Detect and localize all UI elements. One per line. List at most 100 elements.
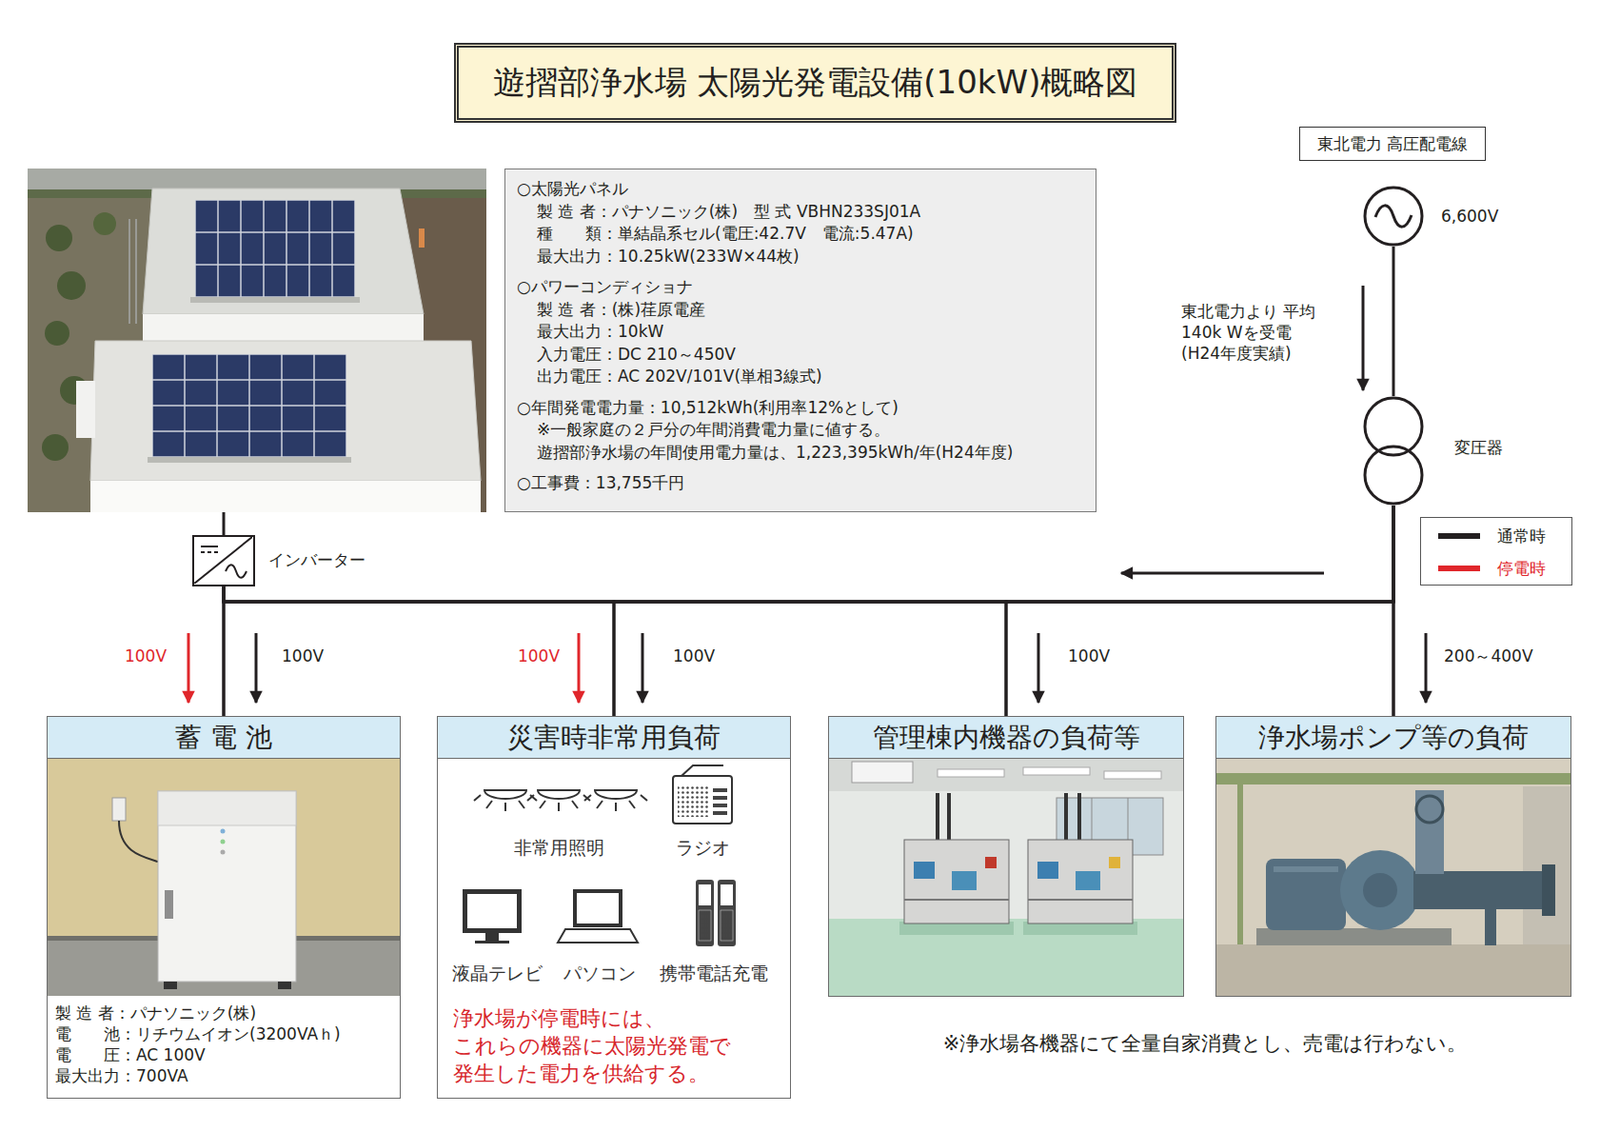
spec-line: 最大出力：700VA [55,1065,395,1087]
management-room-photo [1104,770,1162,779]
flow-arrow [1424,632,1428,703]
management-room-photo [1027,839,1133,924]
spec-line: 製 造 者：パナソニック(株) [55,1002,395,1024]
tv-icon [485,932,499,941]
winding-circle [1364,446,1423,504]
flow-arrow [1121,572,1324,575]
flow-arrow [1037,632,1041,703]
management-room-photo [1037,861,1059,879]
voltage-label: 100V [1067,645,1110,667]
management-room-photo [1023,767,1090,775]
warning-note: 浄水場が停電時には、 これらの機器に太陽光発電で 発生した電力を供給する。 [453,1004,772,1087]
radio-icon [677,786,709,817]
inverter-diagonal [194,536,253,584]
generator-circle [1364,187,1423,245]
spec-line: ○太陽光パネル [516,177,1085,201]
power-line [223,586,1394,716]
power-line [1392,246,1396,396]
spec-panel: ○太陽光パネル製 造 者：パナソニック(株) 型 式 VBHN233SJ01A種… [504,168,1097,513]
building-photo [195,199,356,297]
load-box: 管理棟内機器の負荷等 [828,715,1185,997]
pump-room-photo [1273,866,1339,872]
spec-line: 最大出力：10.25kW(233W×44枚) [536,245,1085,269]
tv-icon [467,893,517,929]
voltage-label: 200～400V [1443,645,1534,667]
transformer-outline [1362,395,1424,506]
power-line [222,586,226,716]
phone-icon [720,884,733,906]
phone-icon [720,909,733,941]
load-box: 蓄 電 池製 造 者：パナソニック(株)電 池：リチウムイオン(3200VAｈ)… [46,715,401,1099]
pump-room-photo [1216,758,1572,996]
radio-icon [712,795,728,800]
spec-line: ※一般家庭の２戸分の年間消費電力量に値する。 [536,418,1085,442]
flow-note: 東北電力より 平均 140k Wを受電 (H24年度実績) [1181,300,1348,364]
battery-photo [158,790,297,982]
box-heading: 浄水場ポンプ等の負荷 [1216,716,1571,759]
pump-room-photo [1413,870,1552,909]
laptop-icon [572,888,623,928]
phone-icon [698,884,712,906]
diagram-title: 遊摺部浄水場 太陽光発電設備(10kW)概略図 [493,60,1139,105]
radio-icon [712,803,728,808]
management-room-photo [935,792,940,840]
management-room-photo [913,861,935,879]
emergency-light-icon [594,790,637,799]
management-room-photo [851,761,913,783]
inverter-symbol: インバーター [192,534,256,587]
building-photo [147,456,352,463]
laptop-icon [557,928,638,943]
building-photo [90,340,481,481]
phone-icon [698,909,712,941]
emergency-light-icon [474,794,537,811]
dc-symbol [200,545,218,548]
voltage-label: 100V [517,645,560,667]
legend-swatch [1438,533,1481,539]
tv-icon [462,888,522,933]
inverter-label: インバーター [268,549,366,571]
pump-room-photo [1340,849,1421,930]
pump-room-photo [1362,872,1398,908]
radio-icon [681,765,724,776]
icon-label: ラジオ [675,835,731,860]
flow-arrow [1362,285,1365,391]
emergency-light-icon [527,794,591,811]
footnote: ※浄水場各機器にて全量自家消費とし、売電は行わない。 [943,1030,1468,1057]
transformer-label: 変圧器 [1454,436,1503,458]
spec-line: 製 造 者：パナソニック(株) 型 式 VBHN233SJ01A [536,200,1085,224]
legend-label: 停電時 [1497,557,1546,579]
load-box: 災害時非常用負荷浄水場が停電時には、 これらの機器に太陽光発電で 発生した電力を… [436,715,791,1099]
building-photo [57,271,86,300]
building-photo [190,296,360,303]
building-photo [76,380,96,438]
flow-arrow [577,632,581,703]
pump-room-photo [1541,864,1556,916]
battery-photo [164,889,174,919]
power-line [223,505,1394,716]
pump-room-photo [1265,858,1346,930]
radio-icon [712,810,728,815]
source-box: 東北電力 高圧配電線 [1299,126,1486,161]
spec-line: 遊摺部浄水場の年間使用電力量は、1,223,395kWh/年(H24年度) [536,441,1085,465]
battery-photo [220,829,226,834]
ac-symbol [225,564,247,578]
panel-feed-line [222,512,226,535]
pump-room-photo [1237,784,1244,947]
building-photo [45,224,73,252]
building-photo [152,354,347,457]
building-photo [142,314,424,341]
emergency-light-icon [537,790,580,799]
phone-icon [695,879,714,947]
phone-icon [695,879,736,947]
emergency-light-icon [484,790,527,799]
icon-label: 携帯電話充電 [659,961,769,986]
management-room-photo [829,758,1184,791]
management-room-photo [829,918,1184,996]
power-line [613,505,1394,716]
icon-label: 非常用照明 [513,835,605,860]
power-line [223,586,614,716]
building-photo [27,168,487,190]
flow-arrow [187,632,191,703]
management-room-photo [1077,792,1082,840]
radio-icon [672,765,732,824]
